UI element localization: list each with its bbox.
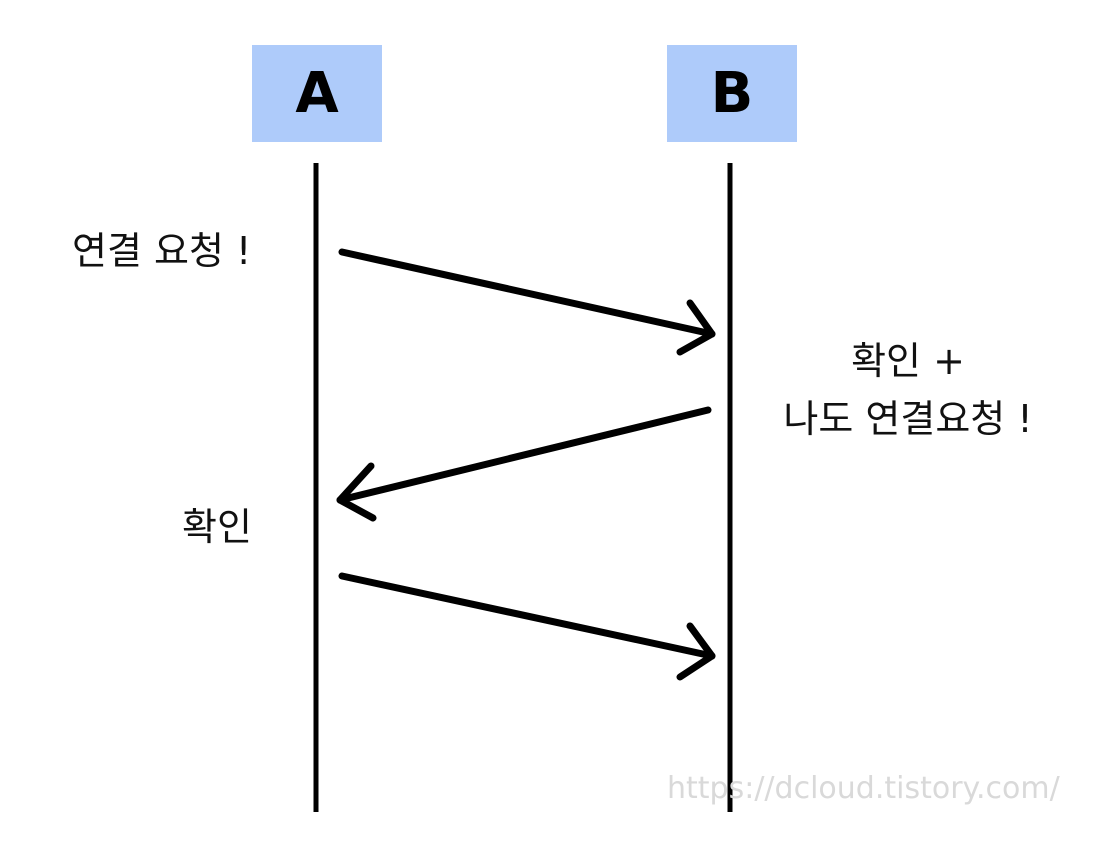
message-arrow-2	[336, 406, 712, 522]
message-2-label-line-2: 나도 연결요청 !	[783, 397, 1033, 441]
message-3-label: 확인	[182, 505, 252, 549]
participant-a: A	[252, 45, 382, 142]
participant-b: B	[667, 45, 797, 142]
participant-b-label: B	[710, 61, 754, 126]
message-arrow-1	[338, 248, 716, 356]
message-arrow-3	[338, 572, 716, 681]
message-2-label: 확인 + 나도 연결요청 !	[748, 332, 1068, 448]
message-1-label: 연결 요청 !	[72, 229, 252, 273]
participant-a-label: A	[295, 61, 339, 126]
message-2-label-line-1: 확인 +	[851, 339, 965, 383]
watermark: https://dcloud.tistory.com/	[667, 771, 1060, 806]
